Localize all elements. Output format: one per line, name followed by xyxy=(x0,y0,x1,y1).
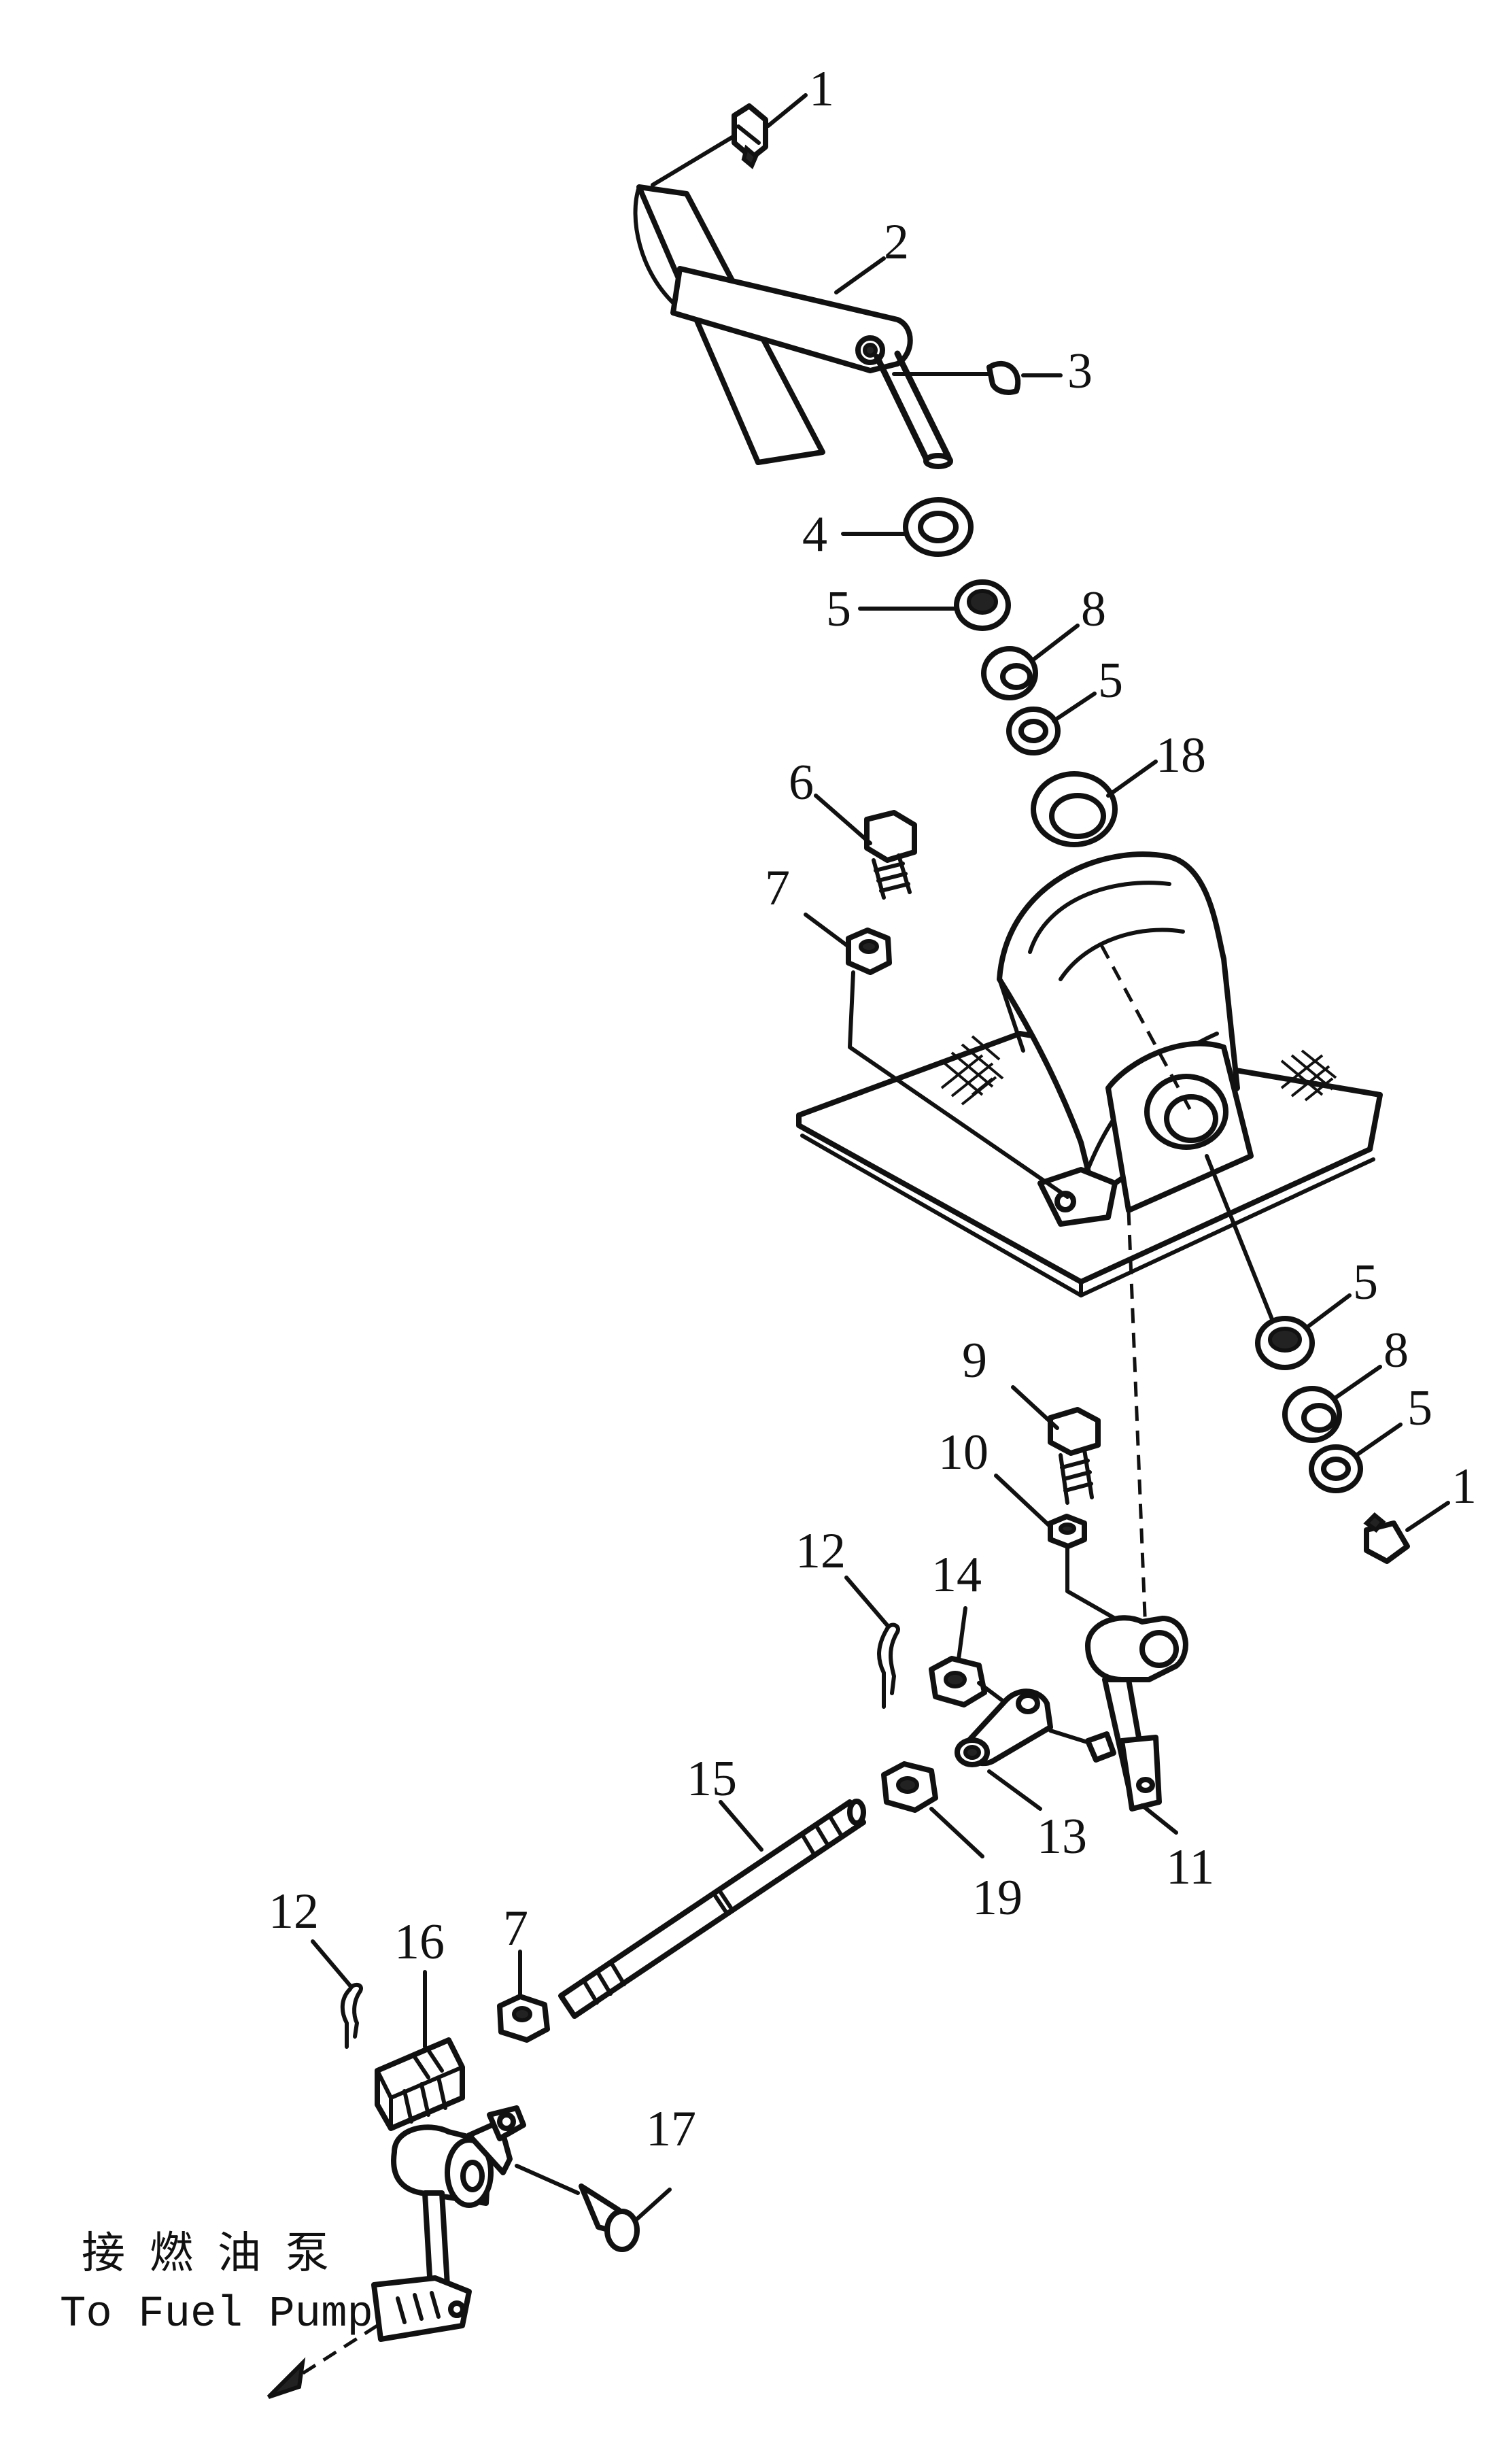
leader-13 xyxy=(987,1769,1042,1811)
part-10-washer xyxy=(1048,1514,1087,1549)
part-7-nut-top xyxy=(846,928,892,975)
callout-5-d: 5 xyxy=(1407,1380,1432,1436)
leader-18 xyxy=(1106,760,1158,798)
leader-7a xyxy=(804,913,850,949)
part-15-link-rod xyxy=(558,1799,866,2019)
part-16-clevis xyxy=(375,2037,465,2131)
leader-15 xyxy=(719,1800,763,1852)
leader-8b xyxy=(1334,1365,1382,1399)
part-14-nut xyxy=(929,1656,987,1707)
leader-10 xyxy=(994,1474,1052,1529)
leader-17-to-bracket xyxy=(515,2164,580,2195)
part-4-washer xyxy=(903,497,974,557)
dash-to-lever xyxy=(1127,1210,1148,1633)
leader-12a xyxy=(844,1576,889,1627)
leader-6 xyxy=(814,794,872,845)
callout-7-a: 7 xyxy=(765,860,790,916)
callout-12-a: 12 xyxy=(795,1523,846,1579)
leader-5c xyxy=(1307,1293,1352,1328)
leader-9 xyxy=(1011,1385,1059,1430)
leader-14 xyxy=(957,1606,967,1661)
lever-stud xyxy=(1085,1731,1116,1763)
callout-1-top: 1 xyxy=(809,61,834,117)
leader-12b xyxy=(311,1939,352,1988)
part-12-cotter-pin-a xyxy=(877,1622,900,1709)
callout-2: 2 xyxy=(884,214,909,270)
fuel-pump-linkage xyxy=(371,2105,526,2342)
leader-nut-to-tab xyxy=(848,970,1069,1199)
hatch-right xyxy=(1280,1049,1337,1102)
leader-1-top xyxy=(651,134,736,187)
part-3-key xyxy=(986,361,1021,395)
callout-11: 11 xyxy=(1166,1839,1214,1895)
callout-6: 6 xyxy=(789,755,814,811)
part-12-cotter-pin-b xyxy=(340,1982,363,2049)
arrow-to-fuel-pump xyxy=(267,2324,379,2399)
callout-5-b: 5 xyxy=(1098,653,1123,709)
hatch-left xyxy=(940,1035,1004,1106)
leader-1b xyxy=(1405,1501,1450,1532)
callout-4: 4 xyxy=(802,507,827,562)
part-7-nut-bottom xyxy=(497,1994,550,2043)
leader-14-to-13 xyxy=(977,1681,1008,1705)
part-8-bushing-a xyxy=(981,646,1038,700)
callout-5-c: 5 xyxy=(1353,1255,1378,1310)
callout-8-a: 8 xyxy=(1081,581,1106,637)
part-13-rod-end xyxy=(955,1688,1053,1767)
part-6-bolt xyxy=(864,810,917,900)
callout-17: 17 xyxy=(646,2101,696,2157)
part-5-bushing-b xyxy=(1006,707,1061,755)
part-1-grease-fitting-top xyxy=(732,103,768,169)
leader-8a xyxy=(1031,624,1080,662)
part-5-bushing-a xyxy=(954,579,1011,631)
part-17-pin xyxy=(579,2183,640,2252)
part-5-bushing-c xyxy=(1255,1316,1315,1370)
part-8-bushing-b xyxy=(1282,1386,1342,1443)
callout-12-b: 12 xyxy=(269,1884,319,1939)
leader-11 xyxy=(1140,1803,1178,1835)
leader-1-top-b xyxy=(766,93,808,128)
leader-2 xyxy=(834,256,886,294)
leader-17 xyxy=(634,2188,672,2222)
callout-13: 13 xyxy=(1037,1809,1087,1865)
part-19-nut xyxy=(881,1761,938,1813)
callout-19: 19 xyxy=(972,1870,1023,1926)
callout-8-b: 8 xyxy=(1384,1323,1409,1378)
part-5-bushing-d xyxy=(1309,1444,1363,1493)
leader-19 xyxy=(929,1807,984,1858)
callout-9: 9 xyxy=(962,1333,987,1389)
leader-boss-to-5 xyxy=(1205,1154,1277,1328)
callout-5-a: 5 xyxy=(826,581,851,637)
callout-3: 3 xyxy=(1067,343,1093,399)
leader-5d xyxy=(1354,1423,1403,1457)
callout-16: 16 xyxy=(394,1914,445,1970)
part-11-lever xyxy=(1085,1615,1188,1812)
pedal-bracket-floor-plate xyxy=(796,851,1383,1297)
callout-14: 14 xyxy=(931,1547,982,1603)
part-9-bolt xyxy=(1048,1407,1101,1505)
part-1-grease-fitting-bottom xyxy=(1363,1512,1410,1564)
callout-1-bottom: 1 xyxy=(1451,1459,1477,1514)
callout-10: 10 xyxy=(938,1425,989,1480)
caption-english: To Fuel Pump xyxy=(60,2290,373,2339)
part-18-bushing xyxy=(1031,771,1118,847)
caption-chinese: 接燃油泵 xyxy=(82,2228,354,2279)
callout-15: 15 xyxy=(687,1751,737,1807)
part-2-accelerator-pedal xyxy=(633,184,953,469)
callout-7-b: 7 xyxy=(503,1901,528,1956)
callout-18: 18 xyxy=(1156,728,1206,783)
leader-5b xyxy=(1052,692,1097,723)
